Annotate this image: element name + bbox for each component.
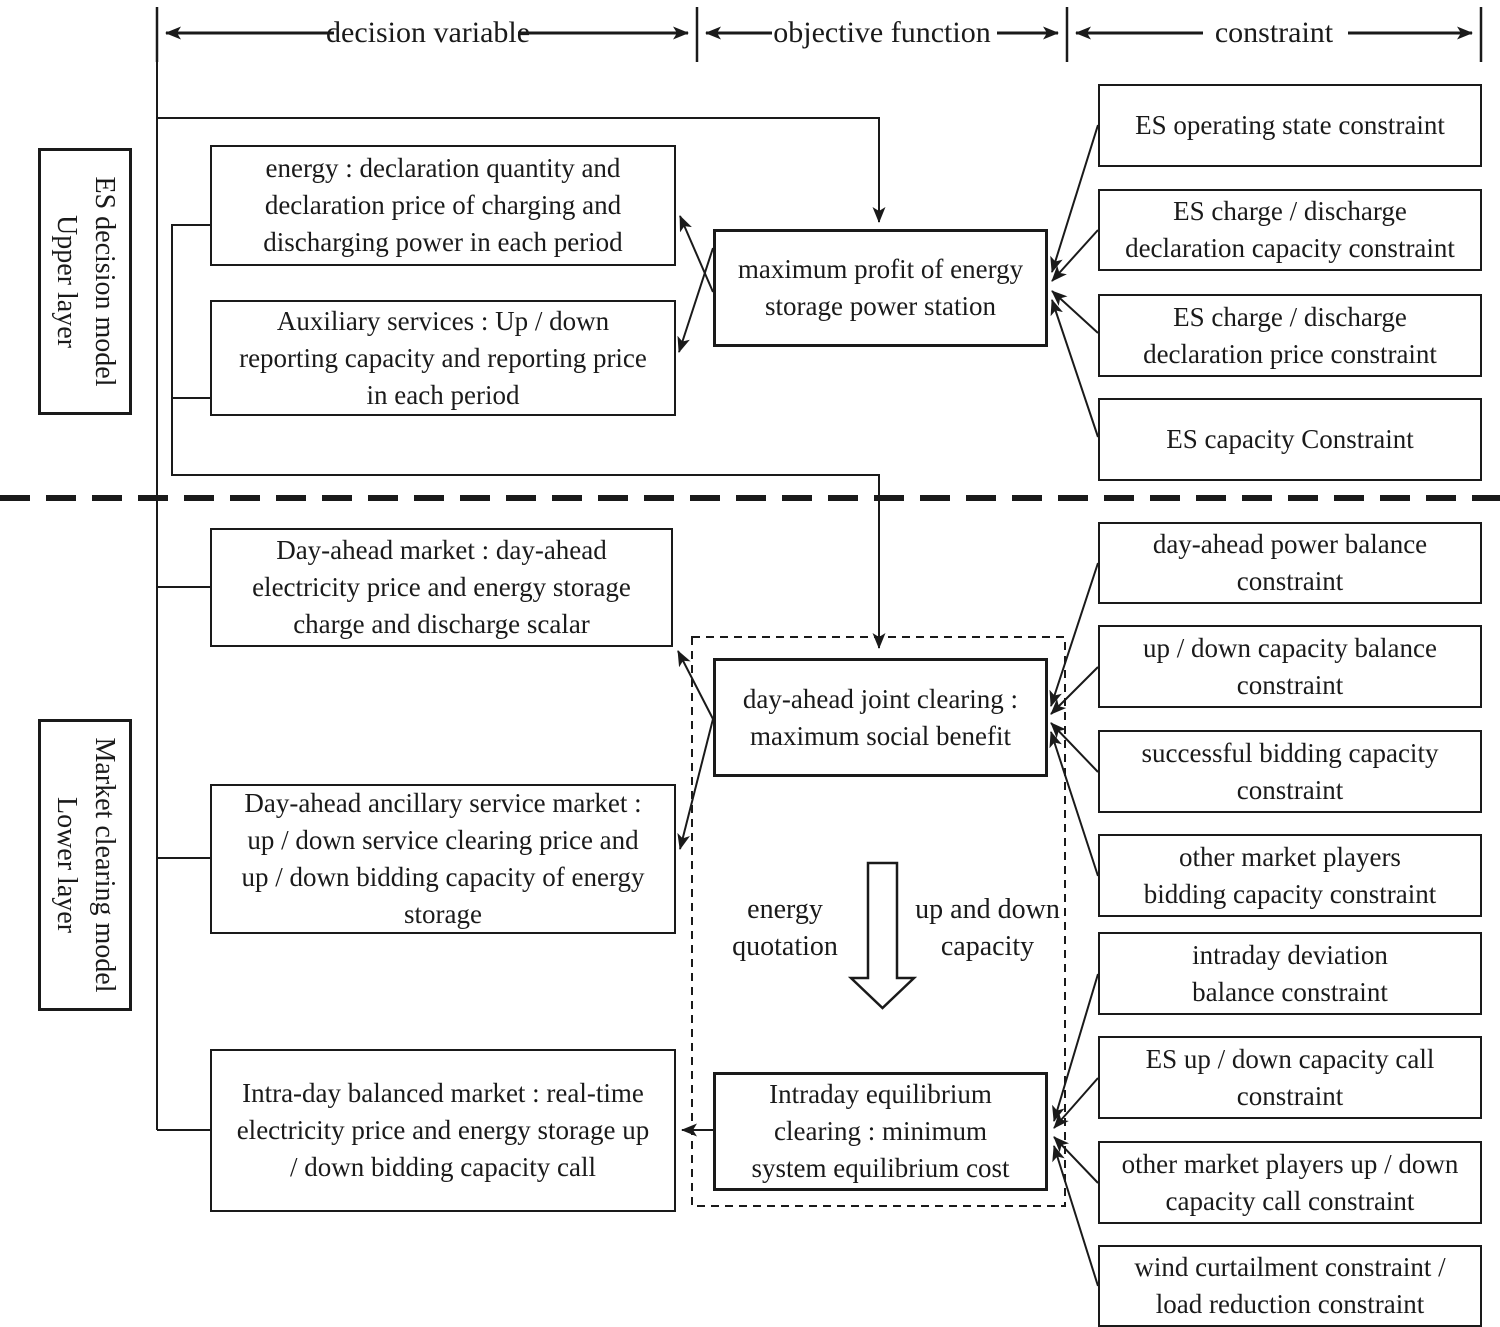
intraday-constraint-arrows [1052,973,1099,1287]
box-intra-day-balanced-market: Intra-day balanced market : real-time el… [210,1049,676,1212]
box-day-ahead-ancillary-market: Day-ahead ancillary service market : up … [210,784,676,934]
box-constraint-es-capacity-call: ES up / down capacity call constraint [1098,1036,1482,1119]
flow-label-energy-quotation: energy quotation [732,894,838,962]
side-label-upper-layer-text: ES decision model Upper layer [51,176,120,387]
clearing-to-ancillary-arrow [677,718,714,850]
header-label-constraint: constraint [1214,16,1334,49]
box-day-ahead-market: Day-ahead market : day-ahead electricity… [210,528,673,647]
box-constraint-up-down-capacity-balance: up / down capacity balance constraint [1098,625,1482,708]
clearing-dashed-container [691,636,1066,1207]
box-constraint-other-players-bidding-capacity: other market players bidding capacity co… [1098,834,1482,917]
side-label-lower-layer-box: Market clearing model Lower layer [38,719,132,1011]
box-constraint-wind-curtailment-load-reduction: wind curtailment constraint / load reduc… [1098,1245,1482,1327]
box-constraint-day-ahead-power-balance: day-ahead power balance constraint [1098,522,1482,604]
spine-to-max-profit-arrow [157,117,886,223]
box-constraint-successful-bidding-capacity: successful bidding capacity constraint [1098,730,1482,813]
box-intraday-equilibrium-clearing: Intraday equilibrium clearing : minimum … [713,1072,1048,1191]
box-auxiliary-services: Auxiliary services : Up / down reporting… [210,300,676,416]
box-max-profit-objective: maximum profit of energy storage power s… [713,229,1048,347]
header-label-decision-variable: decision variable [326,16,531,49]
box-constraint-other-players-capacity-call: other market players up / down capacity … [1098,1141,1482,1224]
clearing-flow-block-arrow [847,861,918,1010]
day-ahead-constraint-arrows [1049,562,1099,877]
side-label-upper-layer-box: ES decision model Upper layer [38,148,132,415]
box-constraint-es-operating-state: ES operating state constraint [1098,84,1482,167]
max-profit-to-auxiliary-arrow [677,247,714,353]
flow-label-up-down-capacity: up and down capacity [915,894,1060,962]
es-decisions-to-clearing-arrow [171,224,886,649]
upper-constraint-arrows [1050,124,1099,438]
box-constraint-es-capacity: ES capacity Constraint [1098,398,1482,481]
box-constraint-es-declaration-price: ES charge / discharge declaration price … [1098,294,1482,377]
box-constraint-intraday-deviation-balance: intraday deviation balance constraint [1098,932,1482,1015]
box-energy-declaration: energy : declaration quantity and declar… [210,145,676,266]
max-profit-to-energy-arrow [679,215,714,293]
header-label-objective-function: objective function [773,16,991,49]
box-constraint-es-declaration-capacity: ES charge / discharge declaration capaci… [1098,189,1482,271]
clearing-to-day-ahead-market-arrow [677,650,714,720]
box-day-ahead-joint-clearing: day-ahead joint clearing : maximum socia… [713,658,1048,777]
side-label-lower-layer-text: Market clearing model Lower layer [51,737,120,993]
